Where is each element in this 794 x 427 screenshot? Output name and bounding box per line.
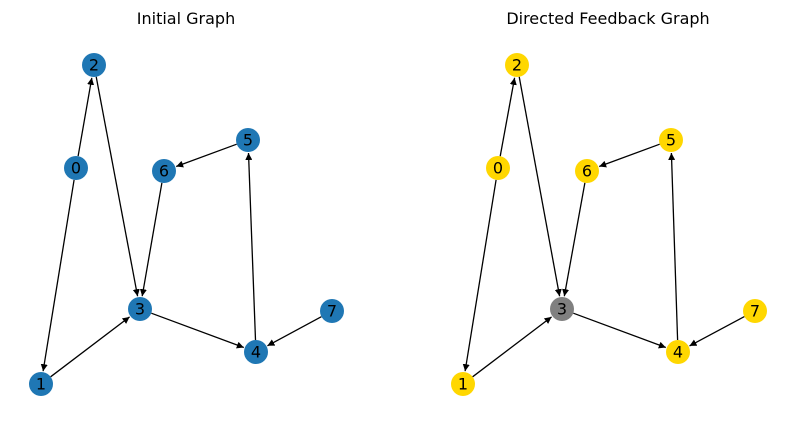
- node-circle: [659, 128, 683, 152]
- node-circle: [505, 53, 529, 77]
- edge-3-to-4: [573, 312, 667, 349]
- node-layer: 0 1 2 3 4 5 6 7: [451, 53, 767, 396]
- node-0: 0: [486, 156, 510, 180]
- node-circle: [320, 299, 344, 323]
- node-7: 7: [743, 299, 767, 323]
- edge-3-to-4: [151, 312, 245, 349]
- node-6: 6: [152, 159, 176, 183]
- edge-6-to-3: [139, 182, 163, 297]
- edge-5-to-6: [598, 143, 660, 168]
- node-circle: [451, 372, 475, 396]
- node-3: 3: [128, 297, 152, 321]
- node-label: 7: [327, 302, 337, 321]
- node-0: 0: [64, 156, 88, 180]
- node-circle: [29, 372, 53, 396]
- node-layer: 0 1 2 3 4 5 6 7: [29, 53, 344, 396]
- edge-2-to-3: [95, 76, 140, 297]
- edge-0-to-2: [499, 77, 517, 157]
- node-circle: [486, 156, 510, 180]
- panel-title: Directed Feedback Graph: [506, 9, 709, 28]
- node-3: 3: [550, 297, 574, 321]
- node-7: 7: [320, 299, 344, 323]
- node-5: 5: [659, 128, 683, 152]
- node-label: 7: [750, 302, 760, 321]
- node-label: 6: [159, 162, 169, 181]
- edge-layer: [40, 76, 322, 378]
- edge-7-to-4: [267, 316, 322, 347]
- node-label: 6: [582, 162, 592, 181]
- node-label: 1: [458, 375, 468, 394]
- node-circle: [743, 299, 767, 323]
- node-1: 1: [29, 372, 53, 396]
- node-label: 2: [512, 56, 522, 75]
- node-label: 3: [557, 300, 567, 319]
- node-1: 1: [451, 372, 475, 396]
- node-circle: [244, 340, 268, 364]
- node-circle: [128, 297, 152, 321]
- node-circle: [82, 53, 106, 77]
- edge-5-to-6: [175, 143, 237, 168]
- node-4: 4: [666, 340, 690, 364]
- node-circle: [152, 159, 176, 183]
- edge-1-to-3: [472, 316, 552, 378]
- node-label: 2: [89, 56, 99, 75]
- panel-initial-graph: Initial Graph 0 1 2 3 4 5 6 7: [29, 9, 344, 396]
- node-label: 0: [493, 159, 503, 178]
- node-2: 2: [82, 53, 106, 77]
- node-label: 1: [36, 375, 46, 394]
- edge-0-to-2: [77, 77, 95, 157]
- node-circle: [64, 156, 88, 180]
- node-4: 4: [244, 340, 268, 364]
- node-5: 5: [236, 128, 260, 152]
- node-label: 5: [243, 131, 253, 150]
- edge-6-to-3: [562, 182, 586, 297]
- node-circle: [575, 159, 599, 183]
- node-label: 0: [71, 159, 81, 178]
- edge-4-to-5: [245, 152, 257, 341]
- edge-7-to-4: [689, 316, 745, 347]
- node-label: 4: [673, 343, 683, 362]
- edge-1-to-3: [50, 316, 130, 378]
- edge-0-to-1: [462, 179, 497, 372]
- node-6: 6: [575, 159, 599, 183]
- edge-2-to-3: [518, 76, 562, 297]
- node-label: 5: [666, 131, 676, 150]
- node-2: 2: [505, 53, 529, 77]
- edge-0-to-1: [40, 179, 75, 372]
- panel-directed-feedback-graph: Directed Feedback Graph 0 1 2 3 4 5 6 7: [451, 9, 767, 396]
- node-label: 3: [135, 300, 145, 319]
- edge-layer: [462, 76, 745, 378]
- node-circle: [550, 297, 574, 321]
- node-circle: [236, 128, 260, 152]
- node-circle: [666, 340, 690, 364]
- panel-title: Initial Graph: [137, 9, 235, 28]
- edge-4-to-5: [668, 152, 679, 341]
- node-label: 4: [251, 343, 261, 362]
